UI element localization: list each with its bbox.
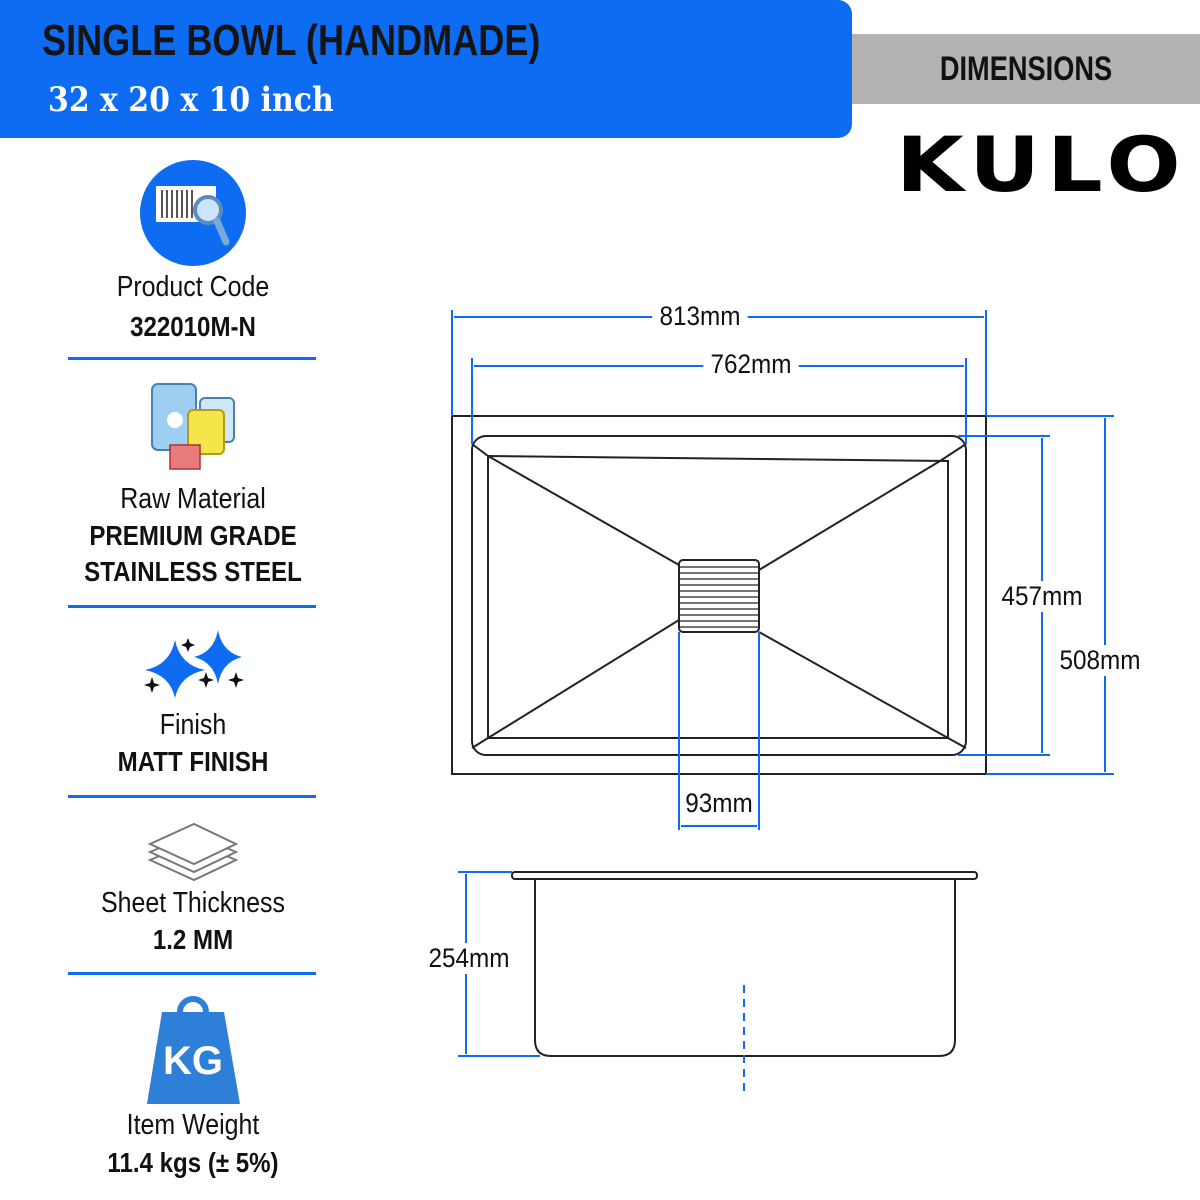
dimension-lines (451, 310, 1114, 1057)
header-banner (0, 0, 852, 138)
spec-label-finish: Finish (159, 709, 227, 741)
sink-top-view (451, 415, 987, 775)
product-title: SINGLE BOWL (HANDMADE) (42, 16, 541, 65)
sparkles-icon (144, 630, 244, 698)
divider (68, 605, 316, 608)
spec-label-raw-material: Raw Material (120, 483, 266, 515)
spec-value-product-code: 322010M-N (130, 311, 256, 342)
dim-depth: 254mm (421, 943, 517, 974)
divider (68, 357, 316, 360)
kg-label: KG (163, 1039, 223, 1083)
spec-value-finish: MATT FINISH (117, 746, 269, 777)
sheets-icon (147, 822, 239, 882)
spec-label-product-code: Product Code (116, 271, 270, 303)
material-drums-icon (151, 383, 235, 470)
brand-logo: KULO (896, 120, 1188, 209)
weight-kg-icon: KG (147, 996, 240, 1104)
spec-value-raw-material-2: STAINLESS STEEL (84, 556, 302, 587)
dim-outer-width: 813mm (652, 301, 748, 332)
spec-value-weight: 11.4 kgs (± 5%) (107, 1147, 279, 1178)
product-size: 32 x 20 x 10 inch (48, 80, 334, 120)
spec-label-thickness: Sheet Thickness (101, 887, 285, 919)
section-band: DIMENSIONS (852, 34, 1200, 104)
drain-grate (678, 559, 760, 633)
spec-label-weight: Item Weight (126, 1109, 260, 1141)
dim-outer-length: 508mm (1052, 645, 1148, 676)
section-label: DIMENSIONS (939, 50, 1113, 88)
divider (68, 795, 316, 798)
divider (68, 972, 316, 975)
dim-drain: 93mm (685, 788, 753, 818)
dim-inner-width: 762mm (703, 349, 799, 380)
spec-value-thickness: 1.2 MM (152, 924, 234, 955)
dim-inner-length: 457mm (994, 581, 1090, 612)
barcode-search-icon (140, 160, 246, 266)
spec-value-raw-material-1: PREMIUM GRADE (89, 520, 297, 551)
